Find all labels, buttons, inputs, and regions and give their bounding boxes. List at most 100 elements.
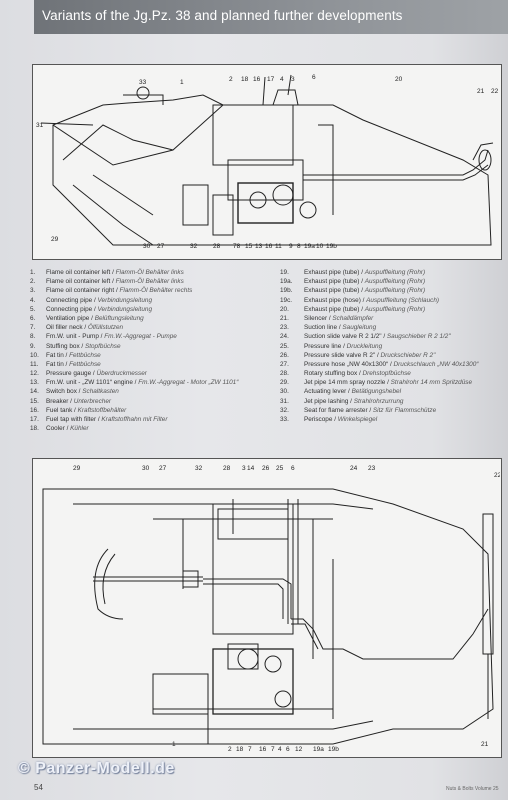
legend-item: 13.Fm.W. unit - „ZW 1101“ engine / Fm.W.… [30,379,239,387]
callout-label: 17 [267,76,275,83]
parts-legend: 1.Flame oil container left / Flamm-Öl Be… [30,268,504,448]
legend-item: 19a.Exhaust pipe (tube) / Auspuffleitung… [280,278,426,286]
callout-label: 30 [142,465,150,472]
legend-item: 23.Suction line / Saugleitung [280,324,377,332]
callout-label: 32 [195,465,203,472]
callout-label: 7 [271,746,275,753]
page-number: 54 [34,783,43,792]
callout-label: 27 [159,465,167,472]
legend-item: 16.Fuel tank / Kraftstoffbehälter [30,406,127,414]
top-view-drawing: 29 30 27 32 28 3 14 26 25 6 24 23 22 1 2… [42,465,502,753]
legend-item: 19c.Exhaust pipe (hose) / Auspuffleitung… [280,296,439,304]
legend-item: 11.Fat tin / Fettbüchse [30,360,101,368]
legend-item: 19.Exhaust pipe (tube) / Auspuffleitung … [280,269,426,276]
legend-item: 7.Oil filler neck / Ölfüllstutzen [30,324,124,332]
legend-item: 28.Rotary stuffing box / Drehstopfbüchse [280,370,411,378]
callout-label: 19a [304,243,315,250]
legend-item: 4.Connecting pipe / Verbindungsleitung [30,296,152,304]
legend-item: 6.Ventilation pipe / Belüftungsleitung [30,314,144,322]
legend-item: 29.Jet pipe 14 mm spray nozzle / Strahlr… [280,379,473,387]
legend-item: 8.Fm.W. unit - Pump / Fm.W.-Aggregat - P… [30,333,177,341]
callout-label: 11 [275,243,282,250]
callout-label: 78 [233,243,241,250]
callout-label: 32 [190,243,198,250]
callout-label: 22 [491,88,499,95]
legend-item: 18.Cooler / Kühler [30,425,89,433]
legend-item: 14.Switch box / Schaltkasten [30,388,119,396]
callout-label: 14 [247,465,255,472]
callout-label: 23 [368,465,376,472]
callout-label: 15 [245,243,253,250]
legend-item: 15.Breaker / Unterbrecher [30,397,112,405]
legend-item: 17.Fuel tap with filter / Kraftstoffhahn… [30,416,168,423]
callout-label: 1 [172,741,176,748]
callout-label: 6 [286,746,290,753]
callout-label: 26 [262,465,270,472]
callout-label: 19a [313,746,324,753]
callout-label: 16 [253,76,261,83]
callout-label: 24 [350,465,358,472]
callout-label: 21 [477,88,485,95]
callout-label: 13 [255,243,263,250]
legend-item: 33.Periscope / Winkelspiegel [280,416,378,423]
callout-label: 6 [312,74,316,81]
legend-column-left: 1.Flame oil container left / Flamm-Öl Be… [30,268,266,433]
callout-label: 19b [328,746,339,753]
callout-label: 2 [229,76,233,83]
legend-item: 3.Flame oil container right / Flamm-Öl B… [30,287,193,295]
legend-item: 26.Pressure slide valve R 2" / Druckschi… [280,351,436,359]
callout-label: 8 [297,243,301,250]
callout-label: 29 [51,236,59,243]
callout-label: 27 [157,243,165,250]
callout-label: 18 [236,746,244,753]
series-title: Nuts & Bolts Volume 25 [446,786,499,792]
side-view-diagram: 33 1 2 18 16 17 4 3 6 20 21 22 31 29 30 … [32,64,502,260]
callout-label: 4 [278,746,282,753]
callout-label: 29 [73,465,81,472]
callout-label: 22 [494,472,500,479]
legend-item: 9.Stuffing box / Stopfbüchse [30,342,121,350]
callout-label: 2 [228,746,232,753]
callout-label: 18 [241,76,249,83]
legend-item: 10.Fat tin / Fettbüchse [30,351,101,359]
callout-label: 10 [316,243,324,250]
callout-label: 6 [291,465,295,472]
legend-item: 19b.Exhaust pipe (tube) / Auspuffleitung… [280,287,426,295]
callout-label: 19b [326,243,337,250]
legend-item: 32.Seat for flame arrester / Sitz für Fl… [280,406,437,414]
legend-item: 24.Suction slide valve R 2 1/2" / Saugsc… [280,333,451,341]
legend-item: 12.Pressure gauge / Überdruckmesser [30,370,147,378]
legend-item: 21.Silencer / Schalldämpfer [280,314,374,322]
callout-label: 16 [259,746,267,753]
legend-item: 30.Actuating lever / Betätigungshebel [280,388,401,396]
callout-label: 21 [481,741,489,748]
legend-item: 27.Pressure hose „NW 40x1300“ / Drucksch… [280,360,479,368]
callout-label: 30 [143,243,151,250]
side-view-drawing: 33 1 2 18 16 17 4 3 6 20 21 22 31 29 30 … [36,74,499,250]
callout-label: 3 [242,465,246,472]
callout-label: 9 [289,243,293,250]
callout-label: 25 [276,465,284,472]
callout-label: 31 [36,122,44,129]
top-view-diagram: 29 30 27 32 28 3 14 26 25 6 24 23 22 1 2… [32,458,502,758]
callout-label: 4 [280,76,284,83]
watermark: © Panzer-Modell.de [18,760,175,777]
callout-label: 20 [395,76,403,83]
legend-item: 20.Exhaust pipe (tube) / Auspuffleitung … [280,305,426,313]
legend-item: 5.Connecting pipe / Verbindungsleitung [30,305,152,313]
legend-item: 25.Pressure line / Druckleitung [280,342,383,350]
legend-item: 31.Jet pipe lashing / Strahlrohrzurrung [280,397,404,405]
legend-item: 2.Flame oil container left / Flamm-Öl Be… [30,278,184,286]
callout-label: 7 [248,746,252,753]
callout-label: 3 [291,76,295,83]
header-bar: Variants of the Jg.Pz. 38 and planned fu… [34,0,508,34]
callout-label: 33 [139,79,147,86]
callout-label: 1 [180,79,184,86]
callout-label: 28 [213,243,221,250]
callout-label: 28 [223,465,231,472]
callout-label: 12 [295,746,303,753]
callout-label: 16 [265,243,273,250]
legend-column-right: 19.Exhaust pipe (tube) / Auspuffleitung … [280,268,508,424]
legend-item: 1.Flame oil container left / Flamm-Öl Be… [30,269,184,276]
